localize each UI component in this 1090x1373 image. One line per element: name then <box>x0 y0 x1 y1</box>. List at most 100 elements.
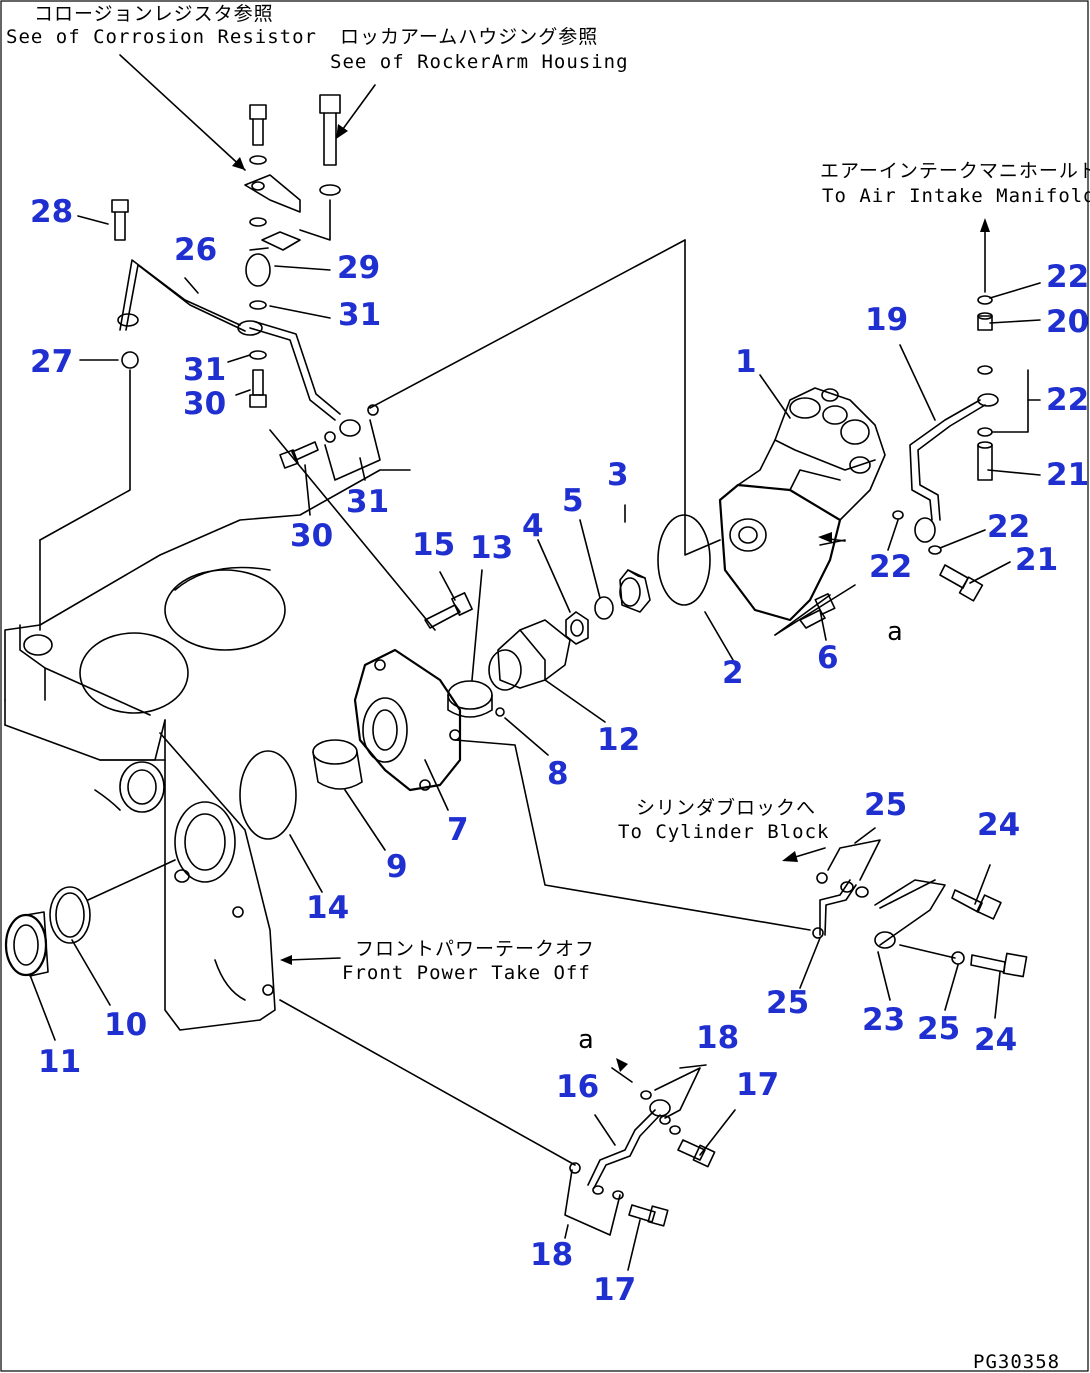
sleeve-9 <box>312 739 363 790</box>
washer-22-d <box>892 510 904 520</box>
washer-31-top <box>249 300 267 310</box>
union-20 <box>977 312 993 331</box>
clip-top <box>244 174 301 213</box>
washer-31-mid <box>249 350 267 360</box>
part-number-24-bottom: 24 <box>974 1022 1017 1058</box>
part-leaders <box>29 215 1041 1271</box>
washer-31-a <box>324 431 336 443</box>
part-number-11: 11 <box>38 1044 81 1080</box>
note-intake-en: To Air Intake Manifold <box>822 185 1090 207</box>
bolt-17-top <box>677 1139 716 1168</box>
washer-27 <box>121 351 139 369</box>
part-number-22-mid: 22 <box>1046 382 1089 418</box>
ref-label-a-tube: a <box>578 1025 594 1055</box>
coupling-12 <box>488 619 571 691</box>
bolt-30-bottom <box>279 441 319 469</box>
part-number-27: 27 <box>30 344 73 380</box>
part-number-15: 15 <box>412 527 455 563</box>
part-number-30-top: 30 <box>183 386 226 422</box>
part-number-8: 8 <box>547 756 569 792</box>
seal-11 <box>4 911 49 977</box>
bolt-24-bottom <box>970 952 1028 978</box>
part-number-10: 10 <box>104 1007 147 1043</box>
note-rocker-jp: ロッカアームハウジング参照 <box>340 26 598 48</box>
part-number-4: 4 <box>522 508 544 544</box>
bolt-21-top <box>977 441 993 481</box>
part-number-19: 19 <box>865 302 908 338</box>
part-number-18-top: 18 <box>696 1020 739 1056</box>
note-rocker-en: See of RockerArm Housing <box>330 51 629 73</box>
part-number-31-mid: 31 <box>183 352 226 388</box>
part-number-12: 12 <box>597 722 640 758</box>
tube-19 <box>909 393 999 543</box>
part-number-22-top: 22 <box>1046 259 1089 295</box>
part-number-16: 16 <box>556 1069 599 1105</box>
part-number-21-top: 21 <box>1046 457 1089 493</box>
part-number-30-bottom: 30 <box>290 518 333 554</box>
drive-gear-3 <box>619 569 651 613</box>
washer-22-b <box>977 365 993 375</box>
part-number-26: 26 <box>174 232 217 268</box>
air-compressor <box>718 387 886 622</box>
part-numbers: 1 2 3 4 5 6 7 8 9 10 11 12 13 14 15 16 1… <box>30 194 1089 1308</box>
part-number-28: 28 <box>30 194 73 230</box>
part-number-7: 7 <box>447 812 469 848</box>
tube-16 <box>587 1099 671 1189</box>
washer-31-b <box>367 404 379 416</box>
washer-18-left <box>569 1162 581 1174</box>
bolt-17-bottom <box>628 1204 669 1227</box>
part-number-24-top: 24 <box>977 807 1020 843</box>
part-number-25-left: 25 <box>766 985 809 1021</box>
part-number-29: 29 <box>337 250 380 286</box>
part-number-22-left: 22 <box>869 549 912 585</box>
bolt-15 <box>424 592 473 629</box>
o-ring-14 <box>239 750 297 840</box>
washer-25-top <box>816 872 828 884</box>
bolt-top-left <box>249 104 267 165</box>
bolt-28 <box>111 199 129 241</box>
washer-29 <box>249 217 267 227</box>
part-number-25-right: 25 <box>917 1011 960 1047</box>
part-number-1: 1 <box>735 344 757 380</box>
part-number-14: 14 <box>306 890 349 926</box>
part-number-25-top: 25 <box>864 787 907 823</box>
tube-assembly-26 <box>117 259 361 437</box>
note-corrosion-en: See of Corrosion Resistor <box>6 26 317 48</box>
part-number-2: 2 <box>722 655 744 691</box>
engine-block <box>4 469 411 1031</box>
washer-5 <box>594 596 614 620</box>
washer-22-top <box>977 295 993 305</box>
part-number-20: 20 <box>1046 304 1089 340</box>
ref-label-a-compressor: a <box>887 617 903 647</box>
note-corrosion-jp: コロージョンレジスタ参照 <box>34 3 274 25</box>
part-number-6: 6 <box>817 640 839 676</box>
part-number-31-bottom: 31 <box>346 484 389 520</box>
note-cylinder-en: To Cylinder Block <box>618 821 829 843</box>
part-number-21-bottom: 21 <box>1015 542 1058 578</box>
bolt-30-top <box>249 369 267 408</box>
note-cylinder-jp: シリンダブロックへ <box>636 796 816 819</box>
part-number-9: 9 <box>386 849 408 885</box>
bolt-21-bottom <box>939 564 984 602</box>
part-number-18-bottom: 18 <box>530 1237 573 1273</box>
part-number-3: 3 <box>607 457 629 493</box>
bushing-13 <box>447 680 493 718</box>
washer-22-c <box>977 427 993 437</box>
gasket-10 <box>49 886 91 944</box>
part-number-5: 5 <box>562 483 584 519</box>
bolt-24-top <box>951 889 1002 920</box>
note-intake-jp: エアーインテークマニホールドへ <box>820 160 1090 182</box>
part-number-23: 23 <box>862 1002 905 1038</box>
washer-22-e <box>928 545 942 555</box>
part-number-17-bottom: 17 <box>593 1272 636 1308</box>
note-pto-en: Front Power Take Off <box>342 962 591 984</box>
note-pto-jp: フロントパワーテークオフ <box>355 938 595 960</box>
gasket-2 <box>657 514 711 606</box>
bolt-rocker <box>319 94 341 196</box>
o-ring-8 <box>495 707 505 717</box>
bolt-6 <box>799 592 836 629</box>
bracket-29 <box>245 231 301 287</box>
